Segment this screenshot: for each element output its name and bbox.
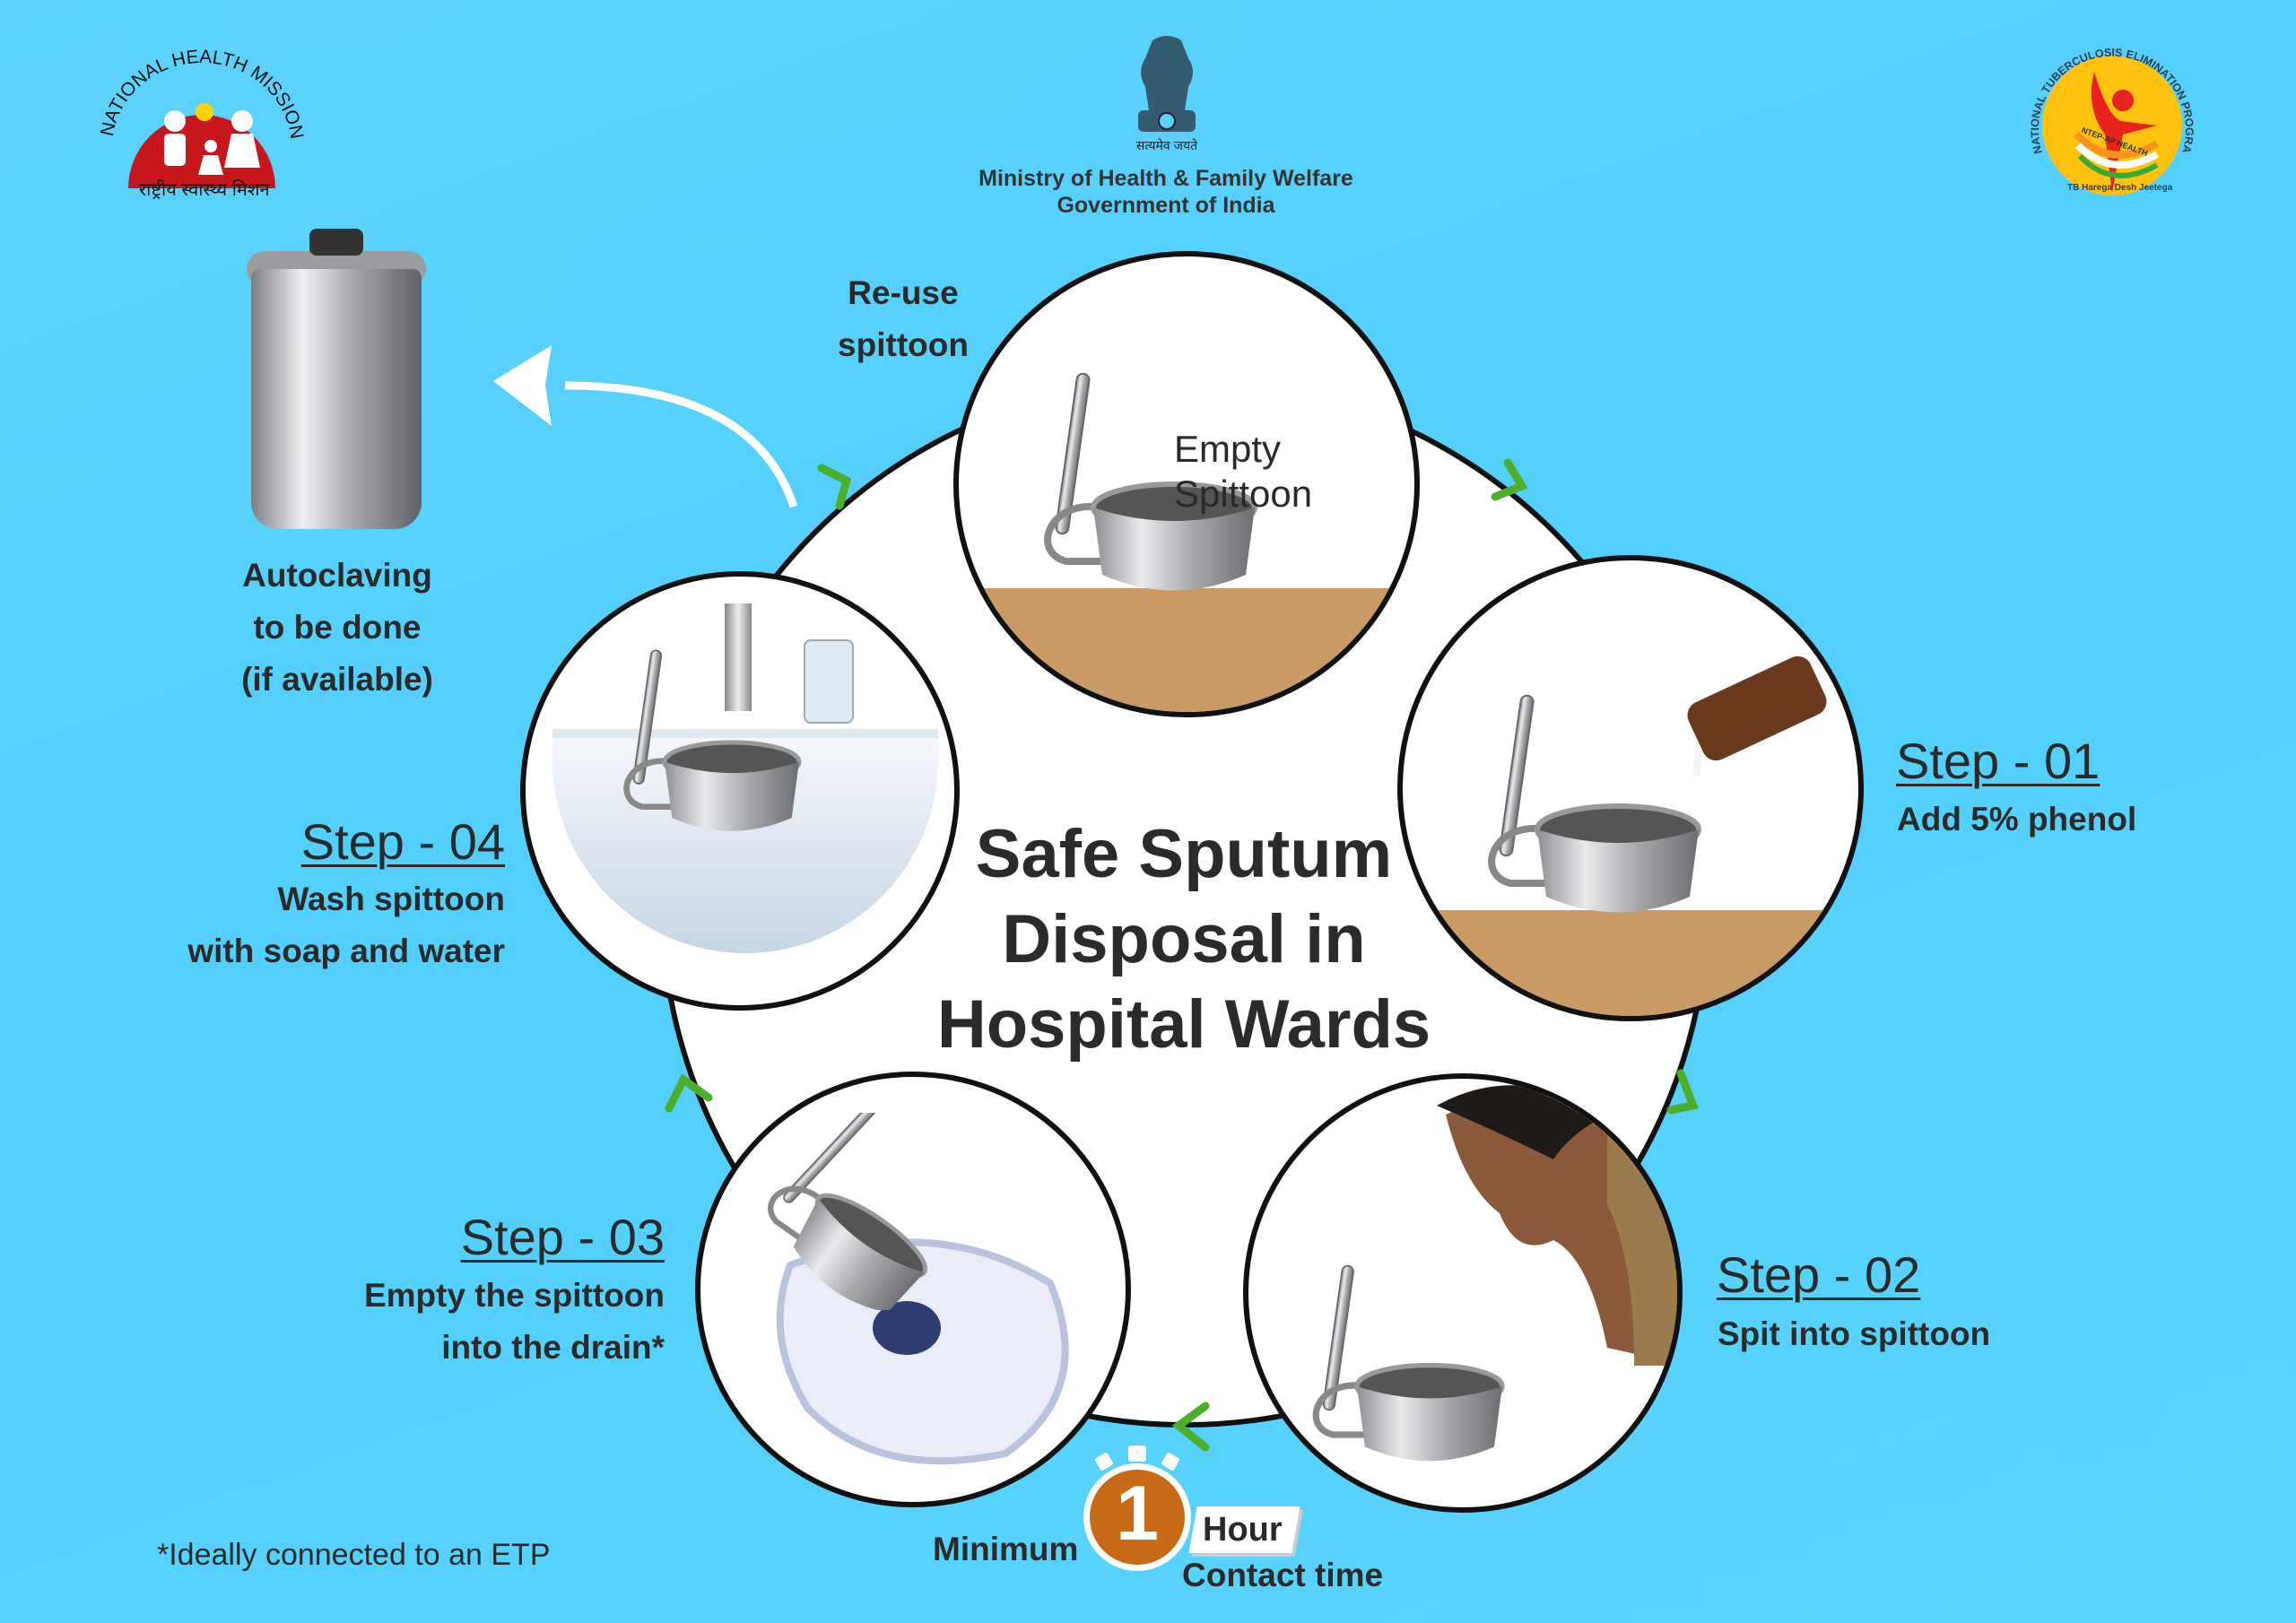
step3-circle	[695, 1072, 1131, 1507]
step4-heading: Step - 04	[300, 813, 505, 870]
label-line: to be done	[253, 609, 422, 646]
reuse-spittoon-label: Re-use spittoon	[813, 267, 993, 371]
spittoon-image	[597, 630, 822, 864]
title-line-2: Disposal in	[1002, 901, 1366, 977]
table-surface	[1403, 910, 1858, 1016]
tap-icon	[725, 603, 752, 711]
step1-text: Add 5% phenol	[1897, 801, 2137, 838]
ntep-logo: NATIONAL TUBERCULOSIS ELIMINATION PROGRA…	[2018, 26, 2202, 215]
label-line: into the drain*	[441, 1329, 665, 1366]
page-title: Safe Sputum Disposal in Hospital Wards	[915, 812, 1453, 1067]
title-line-1: Safe Sputum	[975, 816, 1393, 892]
label-line: Empty	[1174, 428, 1282, 470]
label-line: Empty the spittoon	[363, 1277, 665, 1314]
minimum-label: Minimum	[933, 1531, 1079, 1567]
label-line: (if available)	[241, 661, 433, 698]
label-line: Wash spittoon	[277, 881, 506, 917]
timer-value: 1	[1116, 1471, 1159, 1557]
man-spitting-image	[1437, 1085, 1677, 1366]
autoclave-label: Autoclaving to be done (if available)	[203, 550, 472, 706]
emblem-motto: सत्यमेव जयते	[1135, 138, 1198, 152]
title-line-3: Hospital Wards	[936, 986, 1431, 1063]
return-arrow-icon	[493, 345, 798, 508]
spittoon-pouring-image	[754, 1113, 970, 1310]
chevron-right-icon	[1491, 458, 1528, 501]
step3-heading: Step - 03	[460, 1209, 665, 1265]
label-line: Re-use	[848, 274, 959, 311]
step1-heading: Step - 01	[1896, 733, 2100, 789]
ministry-name: Ministry of Health & Family Welfare	[978, 166, 1353, 191]
step2-circle	[1243, 1073, 1683, 1513]
soap-bottle-icon	[804, 639, 854, 724]
spittoon-image	[1284, 1240, 1526, 1500]
label-line: Spittoon	[1174, 473, 1313, 515]
step4-text: Wash spittoon with soap and water	[187, 873, 505, 977]
label-line: with soap and water	[187, 933, 505, 969]
ntep-slogan: TB Harega Desh Jeetega	[2067, 183, 2173, 193]
phenol-bottle-image	[1687, 655, 1827, 776]
footnote: *Ideally connected to an ETP	[157, 1538, 551, 1572]
label-line: spittoon	[838, 326, 969, 363]
label-line: Autoclaving	[242, 557, 432, 594]
contact-time-label: Contact time	[1182, 1557, 1384, 1593]
government-name: Government of India	[1057, 193, 1275, 218]
nhm-logo: NATIONAL HEALTH MISSION राष्ट्रीय स्वास्…	[85, 40, 318, 211]
table-surface	[959, 588, 1414, 712]
nhm-hindi-text: राष्ट्रीय स्वास्थ्य मिशन	[139, 180, 270, 200]
step3-text: Empty the spittoon into the drain*	[364, 1270, 665, 1374]
step1-circle	[1397, 555, 1864, 1021]
national-emblem: सत्यमेव जयते	[1126, 31, 1208, 157]
autoclave-image	[220, 229, 455, 538]
hour-label: Hour	[1203, 1511, 1283, 1549]
spittoon-image	[1457, 668, 1726, 955]
chevron-right-icon	[817, 464, 852, 510]
chevron-left-icon	[1171, 1402, 1210, 1452]
empty-spittoon-label: Empty Spittoon	[1174, 427, 1312, 516]
ministry-text: Ministry of Health & Family Welfare Gove…	[897, 165, 1435, 219]
step4-circle	[520, 571, 960, 1011]
chevron-down-icon	[1666, 1069, 1699, 1115]
empty-spittoon-circle: Empty Spittoon	[953, 251, 1420, 717]
stopwatch-icon: 1	[1079, 1444, 1196, 1574]
step2-heading: Step - 02	[1717, 1246, 1921, 1303]
step2-text: Spit into spittoon	[1718, 1315, 1991, 1352]
chevron-up-icon	[665, 1073, 713, 1113]
